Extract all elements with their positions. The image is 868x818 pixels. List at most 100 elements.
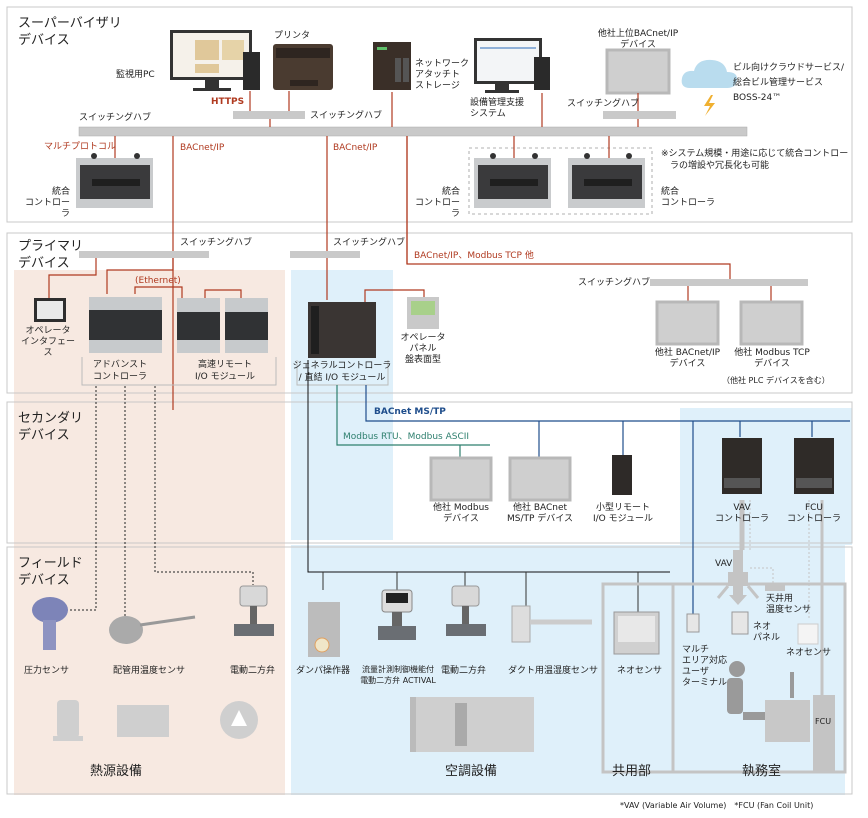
primary-section-frame	[6, 232, 853, 394]
label-facility-system: 設備管理支援 システム	[470, 98, 525, 119]
neo-sensor-office-icon	[797, 623, 819, 645]
label-redundancy-note: ※システム規模・用途に応じて統合コントロー ラの増設や冗長化も可能	[661, 149, 849, 171]
label-advanced-controller: アドバンスト コントローラ	[92, 360, 148, 382]
label-monitoring-pc: 監視用PC	[116, 70, 155, 80]
label-bacnet-modbus-tcp: BACnet/IP、Modbus TCP 他	[414, 251, 534, 261]
small-remote-io-icon	[612, 455, 632, 495]
label-bacnet-mstp: BACnet MS/TP	[374, 407, 446, 417]
label-https: HTTPS	[211, 97, 245, 107]
label-third-bacnet-ip: 他社 BACnet/IP デバイス	[654, 348, 721, 369]
third-party-upper-device-icon	[605, 48, 671, 95]
supervisory-section-frame	[6, 6, 853, 223]
airflow-arrow-icon	[729, 586, 747, 605]
section-title-primary: プライマリ デバイス	[18, 239, 84, 271]
primary-hub-mid	[290, 251, 360, 258]
label-third-modbus-tcp: 他社 Modbus TCP デバイス	[734, 348, 810, 369]
label-primary-hub-mid: スイッチングハブ	[333, 238, 406, 248]
neo-panel-icon	[731, 611, 749, 635]
motor-valve-2-icon	[446, 585, 486, 636]
fcu-unit	[813, 695, 835, 771]
printer-icon	[273, 44, 333, 90]
label-nas: ネットワーク アタッチト ストレージ	[415, 59, 470, 91]
remote-io-module-2-icon	[225, 298, 268, 353]
label-bacnet-ip-2: BACnet/IP	[333, 143, 378, 153]
room-outline	[601, 582, 847, 774]
secondary-section-frame	[6, 401, 853, 544]
duct-humidity-sensor-icon	[511, 605, 592, 643]
label-remote-io: 高速リモート I/O モジュール	[194, 360, 255, 382]
label-small-remote-io: 小型リモート I/O モジュール	[592, 503, 653, 524]
label-fcu: FCU	[815, 717, 832, 726]
multi-area-terminal-icon	[686, 613, 700, 633]
section-title-secondary: セカンダリ デバイス	[18, 411, 84, 443]
pressure-sensor-icon	[32, 597, 68, 650]
ceiling-temp-sensor	[765, 585, 785, 591]
hvac-equipment-icon	[410, 697, 534, 752]
operator-interface-icon	[34, 298, 66, 322]
zone-label-common-area: 共用部	[612, 764, 652, 779]
label-neo-sensor-common: ネオセンサ	[617, 666, 663, 676]
section-title-supervisory: スーパーバイザリ デバイス	[18, 16, 122, 48]
label-bacnet-ip-1: BACnet/IP	[180, 143, 225, 153]
office-worker-silhouette-icon	[727, 661, 810, 742]
integrated-controller-mid-icon	[474, 153, 551, 208]
facility-management-pc-icon	[474, 38, 550, 93]
primary-hub-right	[650, 279, 808, 286]
label-modbus-rtu: Modbus RTU、Modbus ASCII	[343, 432, 470, 442]
label-ceiling-sensor: 天井用 温度センサ	[766, 594, 812, 615]
zone-label-heat-source: 熱源設備	[90, 764, 143, 779]
redundancy-dashed-frame	[468, 147, 653, 215]
label-cloud-service: ビル向けクラウドサービス/ 総合ビル管理サービス BOSS-24™	[733, 63, 845, 103]
label-hub-center: スイッチングハブ	[310, 111, 383, 121]
vav-unit	[728, 572, 748, 586]
pipe-temperature-sensor-icon	[109, 615, 196, 644]
backbone-switching-hub	[78, 126, 748, 137]
label-pressure-sensor: 圧力センサ	[24, 666, 70, 676]
label-pipe-temp-sensor: 配管用温度センサ	[113, 666, 186, 676]
label-controller-right: 統合 コントローラ	[661, 187, 716, 208]
label-vav-controller: VAV コントローラ	[714, 503, 769, 524]
label-multi-area-terminal: マルチ エリア対応 ユーザ ターミナル	[682, 645, 728, 688]
field-section-frame	[6, 546, 853, 795]
remote-io-module-1-icon	[177, 298, 220, 353]
third-party-bacnet-mstp-device-icon	[508, 456, 572, 502]
zone-label-office: 執務室	[742, 764, 782, 779]
motor-valve-1-icon	[234, 585, 274, 636]
third-party-modbus-tcp-device-icon	[739, 300, 804, 346]
label-duct-sensor: ダクト用温湿度センサ	[508, 666, 599, 676]
label-third-modbus: 他社 Modbus デバイス	[433, 503, 489, 524]
label-fcu-controller: FCU コントローラ	[786, 503, 841, 524]
label-general-controller: ジェネラルコントローラ / 直結 I/O モジュール	[292, 361, 392, 383]
label-primary-hub-left: スイッチングハブ	[180, 238, 253, 248]
label-operator-panel: オペレータ パネル 盤表面型	[400, 333, 446, 365]
damper-actuator-icon	[308, 602, 340, 657]
actival-valve-icon	[378, 589, 416, 640]
general-controller-icon	[308, 302, 376, 358]
nas-icon	[373, 42, 411, 90]
label-neo-sensor-office: ネオセンサ	[786, 648, 832, 658]
label-damper-actuator: ダンパ操作器	[296, 666, 351, 676]
label-third-bacnet-mstp: 他社 BACnet MS/TP デバイス	[506, 503, 574, 524]
third-party-bacnet-ip-device-icon	[655, 300, 720, 346]
section-title-field: フィールド デバイス	[18, 556, 83, 588]
right-switching-hub	[603, 111, 676, 119]
label-hub-backbone: スイッチングハブ	[79, 113, 152, 123]
label-multiprotocol: マルチプロトコル	[44, 142, 117, 152]
label-ethernet: (Ethernet)	[135, 276, 181, 286]
third-party-modbus-device-icon	[429, 456, 493, 502]
label-actival: 流量計測制御機能付 電動二方弁 ACTIVAL	[360, 665, 436, 685]
integrated-controller-left-icon	[76, 153, 153, 208]
label-motor-valve-1: 電動二方弁	[230, 666, 276, 676]
fcu-controller-icon	[794, 438, 834, 494]
operator-panel-icon	[407, 297, 439, 329]
lightning-bolt-icon	[704, 95, 715, 116]
label-controller-left: 統合 コントローラ	[24, 187, 70, 219]
monitoring-pc-icon	[170, 30, 260, 91]
label-controller-mid: 統合 コントローラ	[414, 187, 460, 219]
vav-controller-icon	[722, 438, 762, 494]
label-plc-note: （他社 PLC デバイスを含む）	[722, 376, 830, 385]
footnote: *VAV (Variable Air Volume) *FCU (Fan Coi…	[620, 801, 814, 810]
label-primary-hub-right: スイッチングハブ	[578, 278, 651, 288]
neo-sensor-common-icon	[613, 611, 660, 655]
